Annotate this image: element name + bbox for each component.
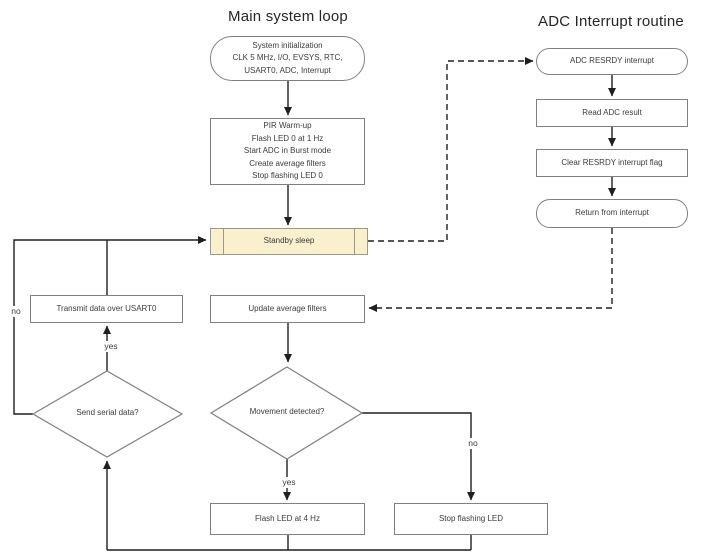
connector-return-to-update-dashed (368, 228, 613, 312)
node-flash-led-4hz: Flash LED at 4 Hz (210, 503, 365, 535)
node-adc-resrdy-interrupt: ADC RESRDY interrupt (536, 48, 688, 75)
edge-label-movement-no: no (459, 438, 487, 449)
adc-routine-title: ADC Interrupt routine (538, 13, 684, 30)
decision-movement-label: Movement detected? (249, 407, 325, 416)
node-standby-sleep: Standby sleep (210, 228, 368, 255)
node-clear-resrdy-flag: Clear RESRDY interrupt flag (536, 149, 688, 177)
decision-movement-shape (209, 366, 364, 460)
node-update-filters: Update average filters (210, 295, 365, 323)
edge-label-serial-yes: yes (96, 341, 126, 352)
node-system-initialization: System initialization CLK 5 MHz, I/O, EV… (210, 36, 365, 81)
node-read-adc-result: Read ADC result (536, 99, 688, 127)
connector-movement-no-to-stopflash (362, 412, 475, 501)
connector-serial-no-loop-to-standby (13, 236, 207, 415)
decision-send-serial-label: Send serial data? (76, 408, 139, 417)
node-transmit-usart0: Transmit data over USART0 (30, 295, 183, 323)
node-stop-flashing-led: Stop flashing LED (394, 503, 548, 535)
connector-standby-to-adcresrdy-dashed (368, 57, 534, 242)
edge-label-movement-yes: yes (274, 477, 304, 488)
node-pir-warmup: PIR Warm-up Flash LED 0 at 1 Hz Start AD… (210, 118, 365, 185)
edge-label-serial-no: no (2, 306, 30, 317)
main-loop-title: Main system loop (228, 8, 348, 25)
node-return-from-interrupt: Return from interrupt (536, 199, 688, 228)
decision-send-serial-shape (31, 370, 184, 458)
